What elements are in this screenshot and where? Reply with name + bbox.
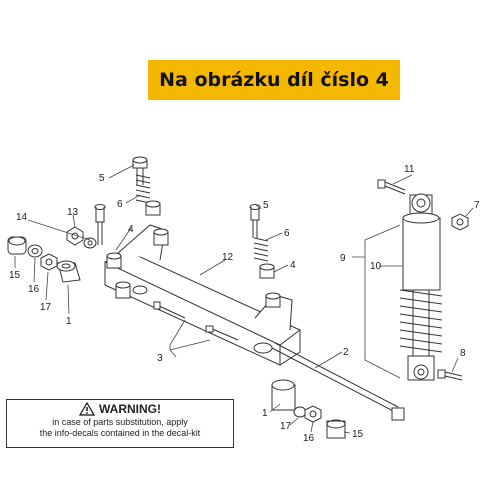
nut-17-right	[293, 406, 307, 418]
leader-lines	[14, 164, 474, 434]
callout-2: 2	[343, 347, 349, 358]
bolt-8	[437, 369, 463, 381]
warning-line-2: the info-decals contained in the decal-k…	[39, 428, 201, 438]
callout-16: 16	[303, 433, 315, 444]
washer-16-left	[27, 244, 43, 258]
callout-15: 15	[352, 429, 364, 440]
warning-title: WARNING!	[99, 401, 161, 416]
bushing-right	[259, 263, 281, 308]
callout-6: 6	[117, 199, 123, 210]
callout-1: 1	[262, 408, 268, 419]
callout-labels: 5 6 4 13 14 15 16 17 1 12 5 6 4 3 2 1 17…	[9, 164, 480, 444]
bushing-mid-left	[106, 252, 131, 299]
callout-3: 3	[157, 353, 163, 364]
bolt-3-lower	[205, 325, 239, 341]
washer-16-right	[304, 405, 322, 423]
nut-7	[451, 213, 469, 231]
callout-16: 16	[28, 284, 40, 295]
callout-6: 6	[284, 228, 290, 239]
callout-12: 12	[222, 252, 234, 263]
warning-triangle-icon	[79, 402, 95, 416]
callout-14: 14	[16, 212, 28, 223]
warning-box: WARNING! in case of parts substitution, …	[6, 399, 234, 448]
warning-line-1: in case of parts substitution, apply	[52, 417, 188, 427]
callout-8: 8	[460, 348, 466, 359]
callout-5: 5	[99, 173, 105, 184]
callout-7: 7	[474, 200, 480, 211]
bushing-upper-left	[145, 200, 169, 246]
warning-header: WARNING!	[7, 402, 233, 416]
bushing-15-left	[7, 236, 27, 255]
silent-block-1-left	[56, 260, 81, 283]
callout-11: 11	[404, 164, 415, 175]
bolt-3-upper	[153, 301, 186, 319]
bushing-15-right	[326, 419, 346, 439]
callout-5: 5	[263, 200, 269, 211]
callout-13: 13	[67, 207, 79, 218]
callout-17: 17	[40, 302, 52, 313]
bolt-mid-left	[94, 204, 106, 245]
shaft-2	[271, 342, 405, 421]
swingarm-bracket	[103, 224, 301, 366]
callout-4: 4	[290, 260, 296, 271]
callout-9: 9	[340, 253, 346, 264]
shock-absorber	[399, 193, 443, 381]
callout-1: 1	[66, 316, 72, 327]
callout-17: 17	[280, 421, 292, 432]
part-number-banner: Na obrázku díl číslo 4	[148, 60, 400, 100]
banner-text: Na obrázku díl číslo 4	[159, 69, 389, 91]
bolt-upper-right	[249, 204, 261, 238]
callout-4: 4	[128, 224, 134, 235]
silent-block-1-right	[271, 379, 296, 411]
callout-10: 10	[370, 261, 382, 272]
spring-upper-left	[135, 174, 151, 204]
nut-17-left	[40, 253, 58, 271]
spring-right	[253, 237, 269, 262]
callout-15: 15	[9, 270, 21, 281]
nut-13	[66, 226, 84, 246]
bolt-11	[377, 179, 406, 195]
washer-14	[83, 237, 97, 249]
